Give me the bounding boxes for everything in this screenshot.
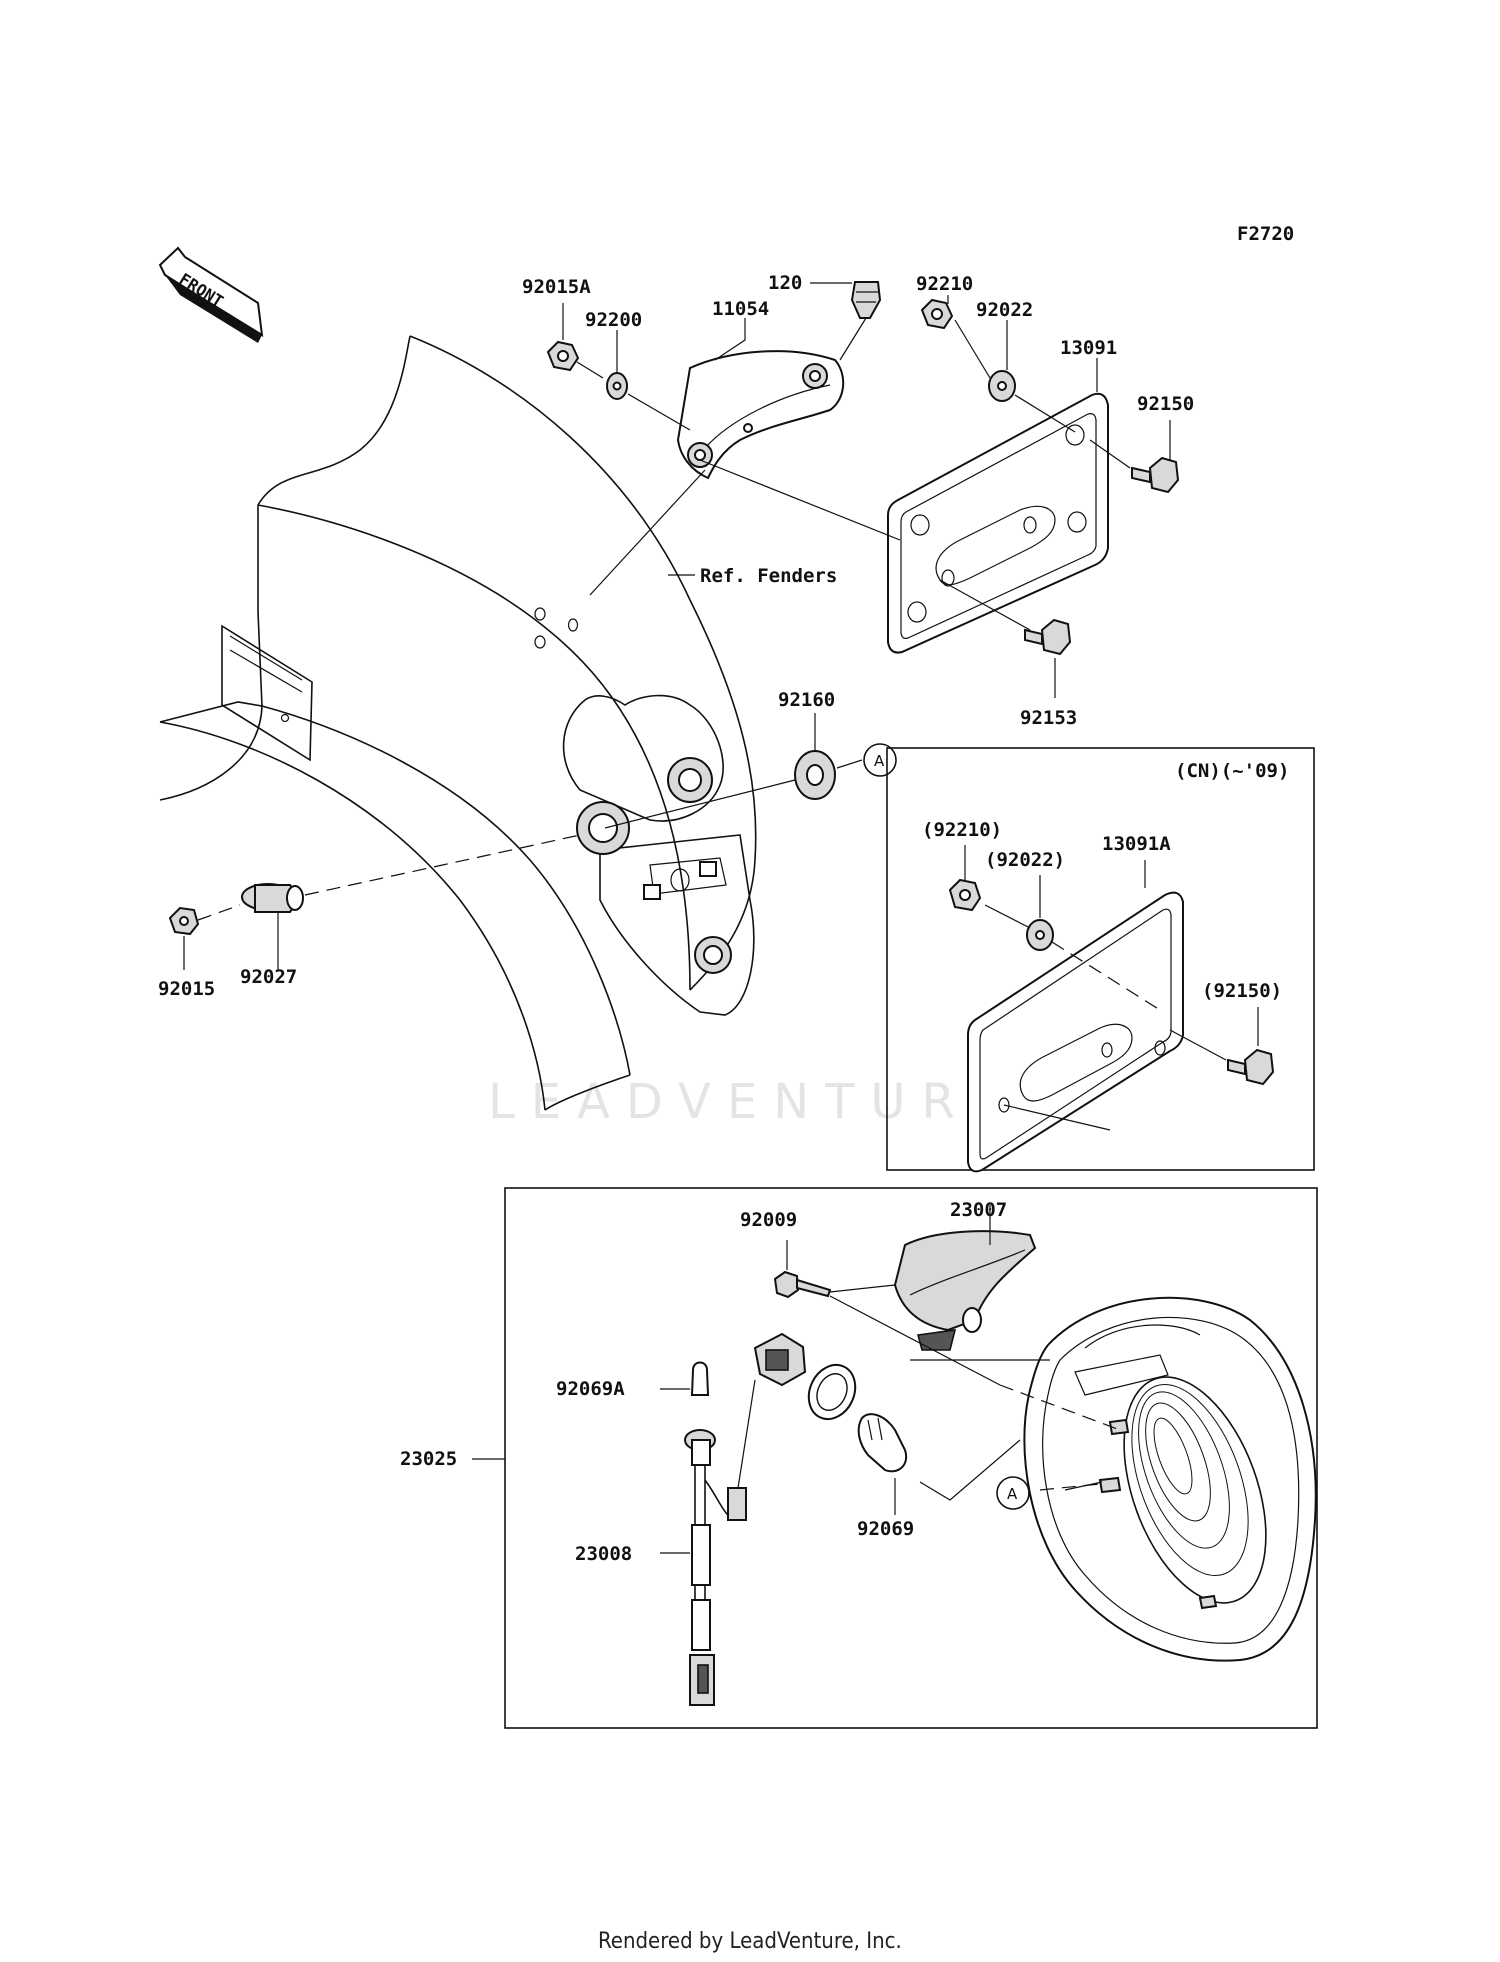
part-label-23008: 23008	[575, 1543, 632, 1565]
watermark: LEADVENTURE	[488, 1074, 1017, 1130]
part-label-92153: 92153	[1020, 707, 1077, 729]
connector-a-lower-label: A	[1007, 1485, 1018, 1503]
nut-92015A	[546, 340, 580, 372]
bolt-92150	[1131, 456, 1180, 494]
fender-mount-plate	[562, 694, 755, 1016]
part-label-92009: 92009	[740, 1209, 797, 1231]
label-leaders-upper	[183, 282, 1171, 970]
footer-credit: Rendered by LeadVenture, Inc.	[598, 1929, 902, 1954]
part-label-92022-alt: (92022)	[985, 849, 1065, 871]
bolt-92153	[1024, 618, 1072, 656]
inset-label: (CN)(~'09)	[1175, 760, 1289, 782]
part-label-92200: 92200	[585, 309, 642, 331]
part-label-11054: 11054	[712, 298, 769, 320]
part-label-23025: 23025	[400, 1448, 457, 1470]
bracket-11054	[676, 350, 845, 480]
part-label-92027: 92027	[240, 966, 297, 988]
connector-a-label: A	[874, 752, 885, 770]
part-label-92160: 92160	[778, 689, 835, 711]
part-label-92069A: 92069A	[556, 1378, 625, 1400]
taillight-lens	[1123, 1376, 1267, 1604]
part-label-92015: 92015	[158, 978, 215, 1000]
part-label-92069: 92069	[857, 1518, 914, 1540]
part-label-92210-alt: (92210)	[922, 819, 1002, 841]
grommet-92160	[794, 750, 836, 800]
part-label-13091: 13091	[1060, 337, 1117, 359]
diagram-code: F2720	[1237, 223, 1294, 245]
ref-fenders-label: Ref. Fenders	[700, 565, 837, 587]
front-arrow-icon: FRONT	[158, 246, 264, 343]
part-label-92022: 92022	[976, 299, 1033, 321]
rear-fender	[159, 335, 757, 1111]
part-label-13091A: 13091A	[1102, 833, 1171, 855]
washer-92022	[988, 370, 1016, 402]
taillight-assembly-box: 23025 92009 23007 92069A 92069 23008	[400, 1187, 1318, 1729]
connector-a-upper: A	[863, 743, 897, 777]
part-label-120: 120	[768, 272, 802, 294]
part-label-92150: 92150	[1137, 393, 1194, 415]
washer-92200	[606, 372, 628, 400]
part-label-92015A: 92015A	[522, 276, 591, 298]
bolt-120	[850, 281, 882, 319]
part-label-23007: 23007	[950, 1199, 1007, 1221]
spacer-92027	[241, 883, 304, 913]
part-label-92150-alt: (92150)	[1202, 980, 1282, 1002]
nut-92210	[920, 298, 954, 330]
nut-92015	[168, 906, 200, 936]
part-label-92210: 92210	[916, 273, 973, 295]
bracket-13091	[887, 392, 1109, 654]
leader-lines-upper	[197, 317, 1131, 921]
inset-cn-box: (CN)(~'09) (92210) (92022) 13091A (92150…	[886, 747, 1315, 1173]
